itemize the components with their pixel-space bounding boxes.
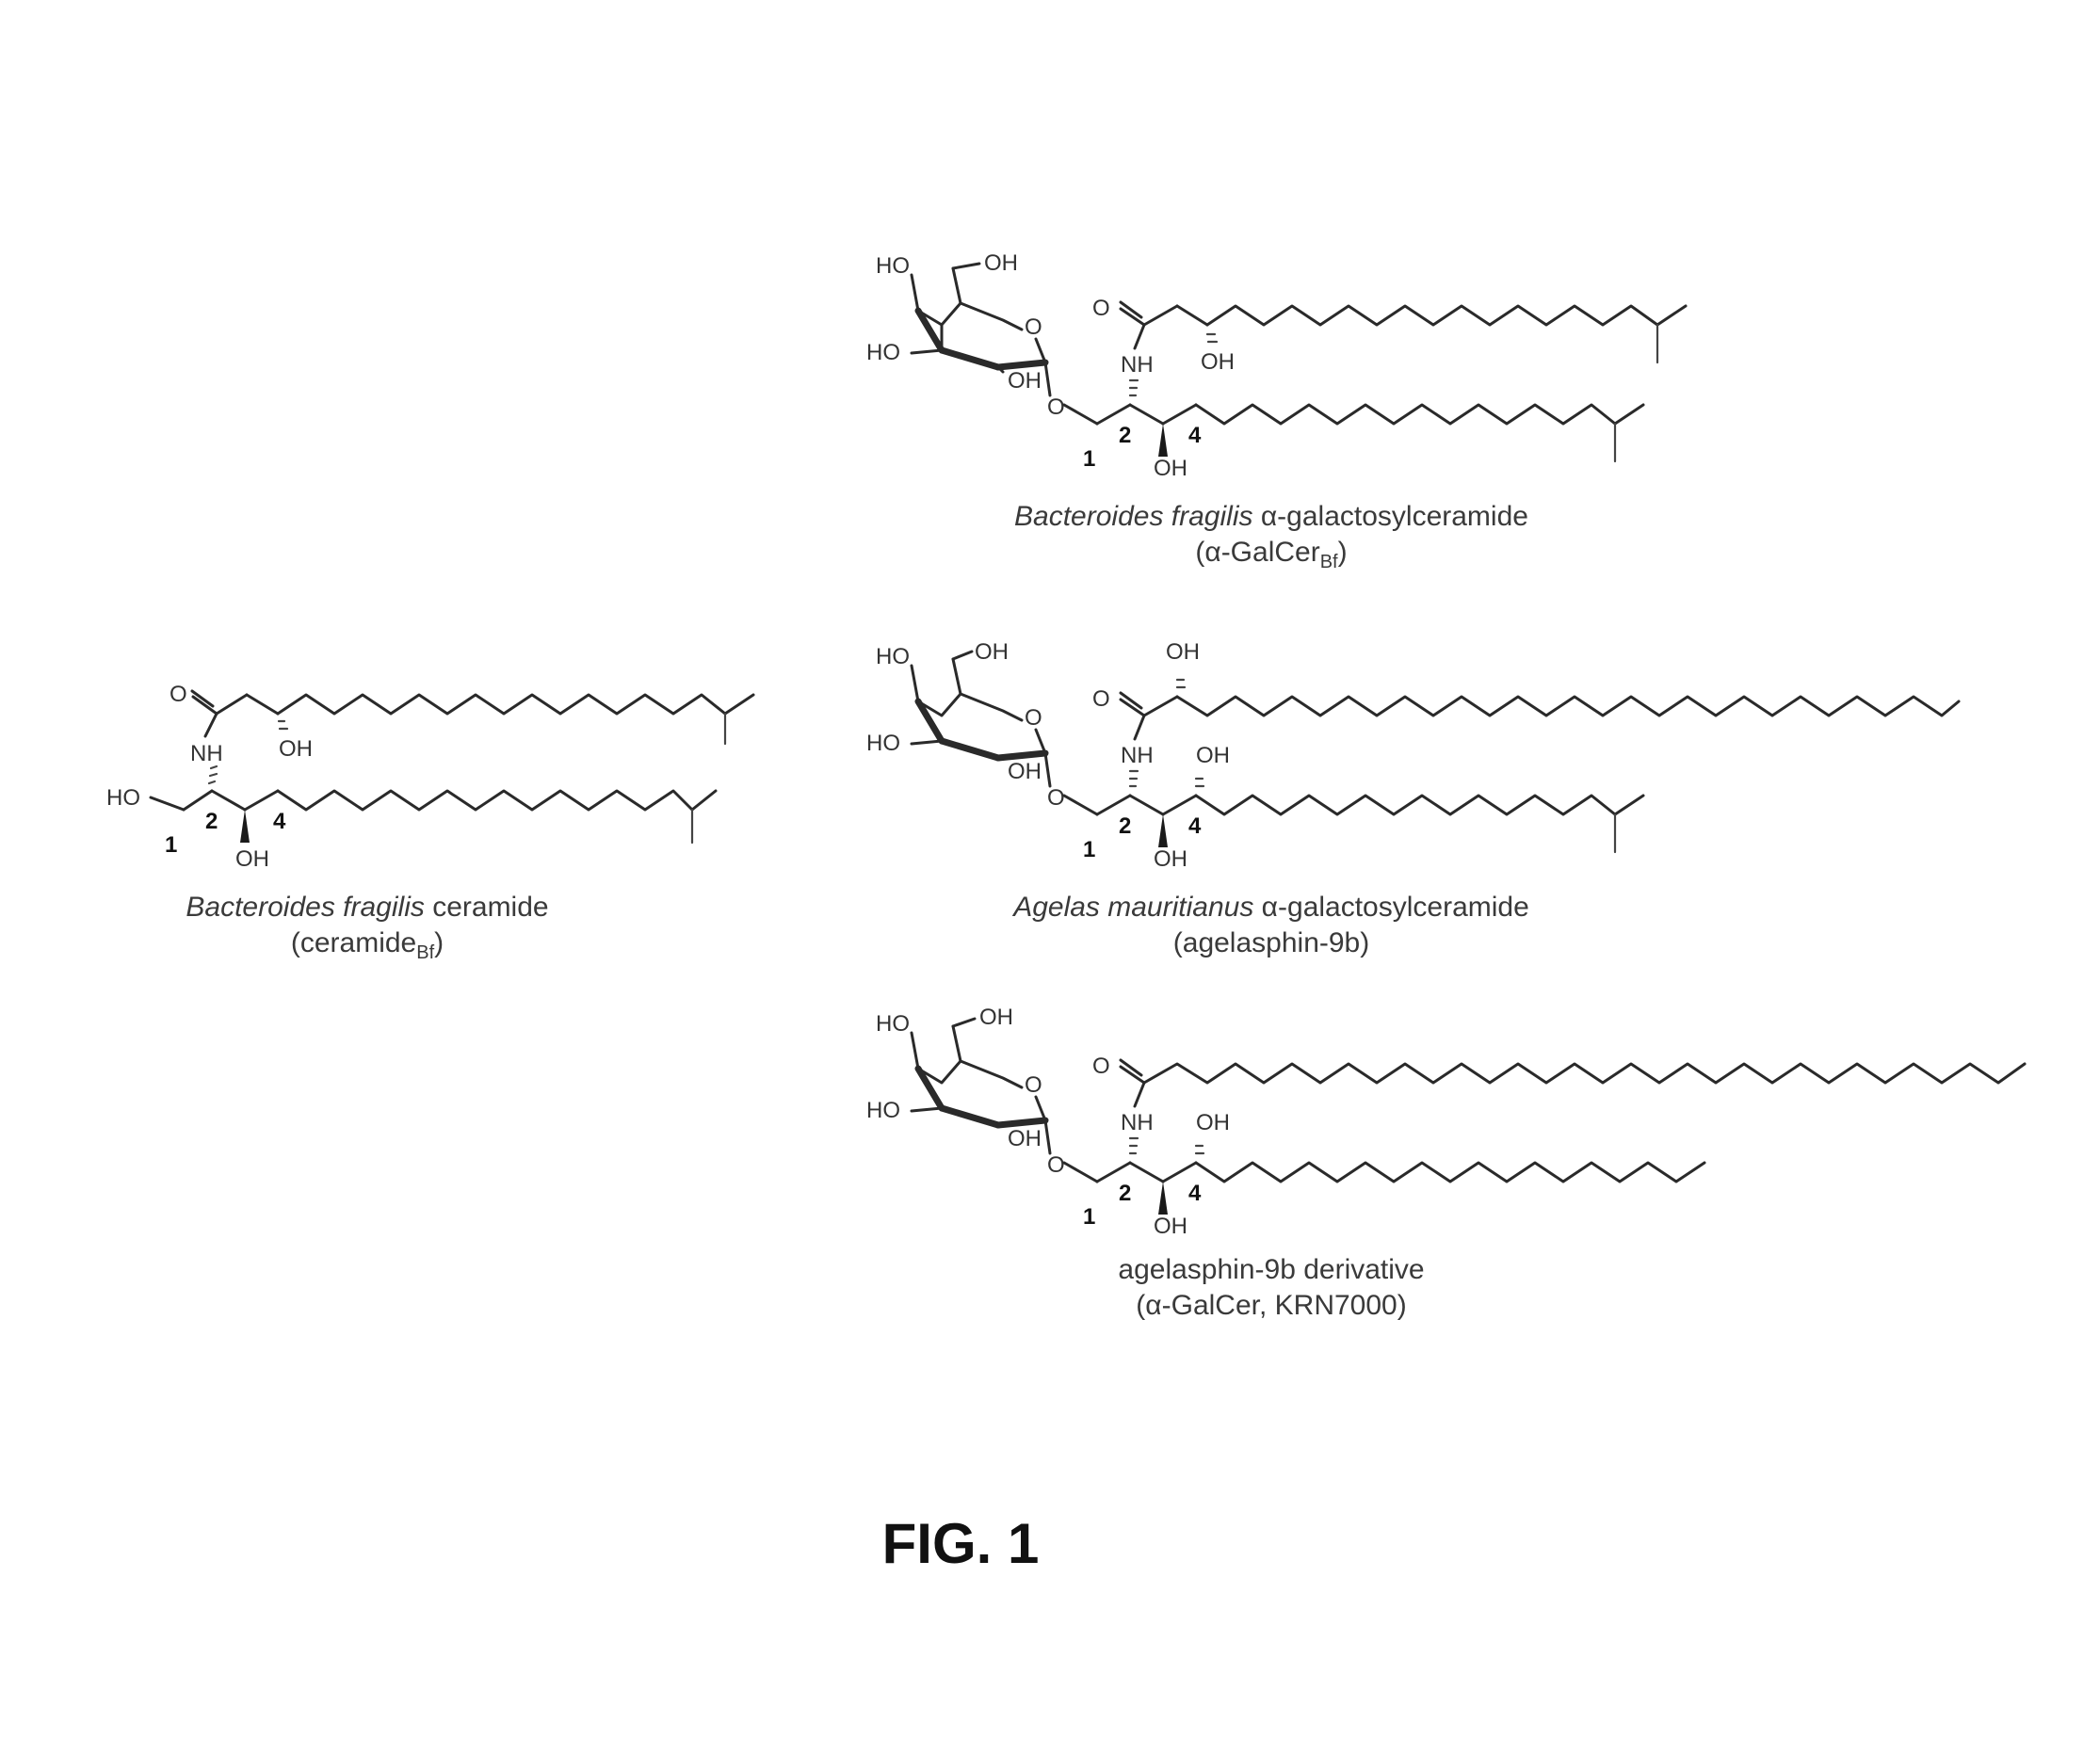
position-label-2: 2: [1119, 1181, 1131, 1206]
position-label-1: 1: [165, 832, 177, 858]
figure-label: FIG. 1: [881, 1512, 1040, 1575]
structure-agelasphin-9b: HO OH O HO OH O NH O OH OH: [866, 639, 1961, 872]
compound-name-italic: Bacteroides fragilis: [186, 892, 425, 923]
position-label-4: 4: [1188, 813, 1202, 839]
atom-label-ho: HO: [876, 253, 910, 279]
atom-label-nh: NH: [1121, 743, 1154, 768]
structure-krn7000: HO OH O HO OH O NH O OH OH 1: [866, 1005, 2027, 1239]
compound-name: Bacteroides fragilis ceramide: [122, 890, 612, 925]
atom-label-o-carbonyl: O: [1092, 296, 1110, 321]
atom-label-oh-c3-lower: OH: [1154, 456, 1187, 481]
atom-label-oh: OH: [279, 736, 313, 762]
atom-label-oh-c4: OH: [1196, 743, 1230, 768]
atom-label-oh-2: OH: [1008, 1126, 1042, 1151]
atom-label-oh-c4: OH: [1196, 1110, 1230, 1135]
atom-label-ho: HO: [106, 785, 140, 811]
position-label-2: 2: [1119, 813, 1131, 839]
compound-name: agelasphin-9b derivative: [904, 1252, 1639, 1288]
abbrev-text: (α-GalCer: [1195, 537, 1320, 568]
abbrev-text: (ceramide: [290, 927, 417, 958]
atom-label-oh-c3: OH: [1201, 349, 1235, 375]
position-label-1: 1: [1083, 1204, 1095, 1230]
abbrev-text: (α-GalCer, KRN7000): [1136, 1290, 1407, 1321]
abbrev-text: (agelasphin-9b): [1172, 927, 1370, 958]
atom-label-oh-c2: OH: [1166, 639, 1200, 665]
atom-label-oh-c3-lower: OH: [1154, 846, 1187, 872]
compound-abbrev: (agelasphin-9b): [904, 925, 1639, 961]
caption-ceramide-bf: Bacteroides fragilis ceramide (ceramideB…: [122, 890, 612, 971]
compound-abbrev: (α-GalCerBf): [904, 535, 1639, 580]
atom-label-oh: OH: [975, 639, 1009, 665]
atom-label-o-carbonyl: O: [1092, 686, 1110, 712]
atom-label-ho-3: HO: [866, 340, 900, 365]
structure-ceramide-bf: HO NH O OH OH 1 2 4: [106, 682, 755, 872]
atom-label-oh: OH: [979, 1005, 1013, 1030]
structure-alpha-galcer-bf: HO OH O HO OH O NH O OH: [866, 250, 1688, 481]
position-label-1: 1: [1083, 837, 1095, 862]
atom-label-oh-c3-lower: OH: [1154, 1214, 1187, 1239]
atom-label-o-glyco: O: [1047, 394, 1065, 420]
atom-label-ho: HO: [876, 644, 910, 669]
atom-label-ho-3: HO: [866, 1098, 900, 1123]
atom-label-nh: NH: [1121, 1110, 1154, 1135]
abbrev-close: ): [1337, 537, 1348, 568]
position-label-4: 4: [1188, 423, 1202, 448]
atom-label-o: O: [170, 682, 187, 707]
compound-name-rest: agelasphin-9b derivative: [1118, 1254, 1425, 1285]
abbrev-close: ): [434, 927, 444, 958]
compound-name-rest: α-galactosylceramide: [1261, 892, 1529, 923]
position-label-4: 4: [1188, 1181, 1202, 1206]
caption-krn7000: agelasphin-9b derivative (α-GalCer, KRN7…: [904, 1252, 1639, 1324]
compound-name: Bacteroides fragilis α-galactosylceramid…: [904, 499, 1639, 535]
atom-label-o-glyco: O: [1047, 1152, 1065, 1178]
abbrev-subscript: Bf: [1319, 552, 1338, 572]
atom-label-oh-c3: OH: [235, 846, 269, 872]
compound-abbrev: (ceramideBf): [122, 925, 612, 971]
compound-abbrev: (α-GalCer, KRN7000): [904, 1288, 1639, 1324]
atom-label-oh-2: OH: [1008, 368, 1042, 394]
atom-label-o-ring: O: [1025, 1072, 1042, 1098]
caption-alpha-galcer-bf: Bacteroides fragilis α-galactosylceramid…: [904, 499, 1639, 580]
atom-label-nh: NH: [1121, 352, 1154, 378]
position-label-4: 4: [273, 809, 286, 834]
atom-label-ho: HO: [876, 1011, 910, 1037]
atom-label-nh: NH: [190, 741, 223, 766]
atom-label-oh: OH: [984, 250, 1018, 276]
atom-label-oh-2: OH: [1008, 759, 1042, 784]
atom-label-o-carbonyl: O: [1092, 1054, 1110, 1079]
atom-label-o-ring: O: [1025, 314, 1042, 340]
compound-name-rest: α-galactosylceramide: [1260, 501, 1528, 532]
atom-label-o-glyco: O: [1047, 785, 1065, 811]
compound-name-rest: ceramide: [432, 892, 549, 923]
position-label-2: 2: [205, 809, 218, 834]
compound-name-italic: Bacteroides fragilis: [1014, 501, 1253, 532]
position-label-1: 1: [1083, 446, 1095, 472]
compound-name: Agelas mauritianus α-galactosylceramide: [904, 890, 1639, 925]
caption-agelasphin-9b: Agelas mauritianus α-galactosylceramide …: [904, 890, 1639, 961]
atom-label-ho-3: HO: [866, 731, 900, 756]
atom-label-o-ring: O: [1025, 705, 1042, 731]
compound-name-italic: Agelas mauritianus: [1013, 892, 1254, 923]
position-label-2: 2: [1119, 423, 1131, 448]
abbrev-subscript: Bf: [416, 942, 435, 963]
